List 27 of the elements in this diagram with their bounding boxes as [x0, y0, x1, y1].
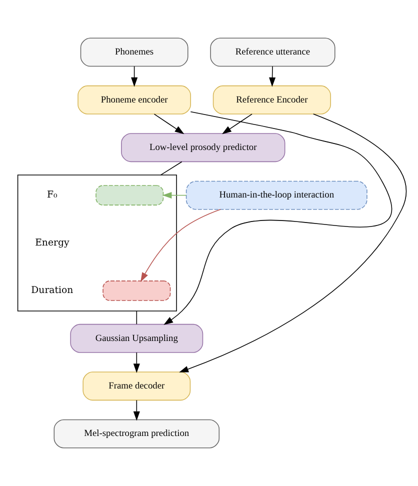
- connector: [136, 310, 138, 325]
- node-box: [96, 185, 164, 206]
- node-box: Phonemes: [80, 38, 188, 67]
- node-box: Phoneme encoder: [78, 85, 191, 114]
- label: F₀: [47, 190, 58, 201]
- cluster: [17, 174, 177, 312]
- node-box: Human-in-the-loop interaction: [186, 180, 368, 210]
- arrow: [164, 111, 392, 325]
- node-box: Low-level prosody predictor: [121, 133, 286, 162]
- node-box: Frame decoder: [82, 372, 191, 401]
- arrow: [269, 66, 276, 87]
- arrow: [154, 114, 184, 134]
- arrow: [133, 352, 140, 374]
- node-box: Gaussian Upsampling: [70, 324, 204, 353]
- node-box: [102, 280, 171, 301]
- node-box: Reference utterance: [210, 38, 336, 67]
- arrow: [131, 66, 138, 87]
- node-box: Mel-spectrogram prediction: [54, 419, 220, 448]
- node-box: Reference Encoder: [212, 85, 331, 114]
- label: Energy: [35, 237, 70, 248]
- arrow: [140, 208, 221, 282]
- connector: [160, 161, 182, 176]
- arrow: [162, 192, 187, 199]
- arrow: [179, 114, 406, 372]
- arrow: [133, 400, 140, 421]
- arrow: [222, 114, 252, 134]
- label: Duration: [31, 285, 74, 296]
